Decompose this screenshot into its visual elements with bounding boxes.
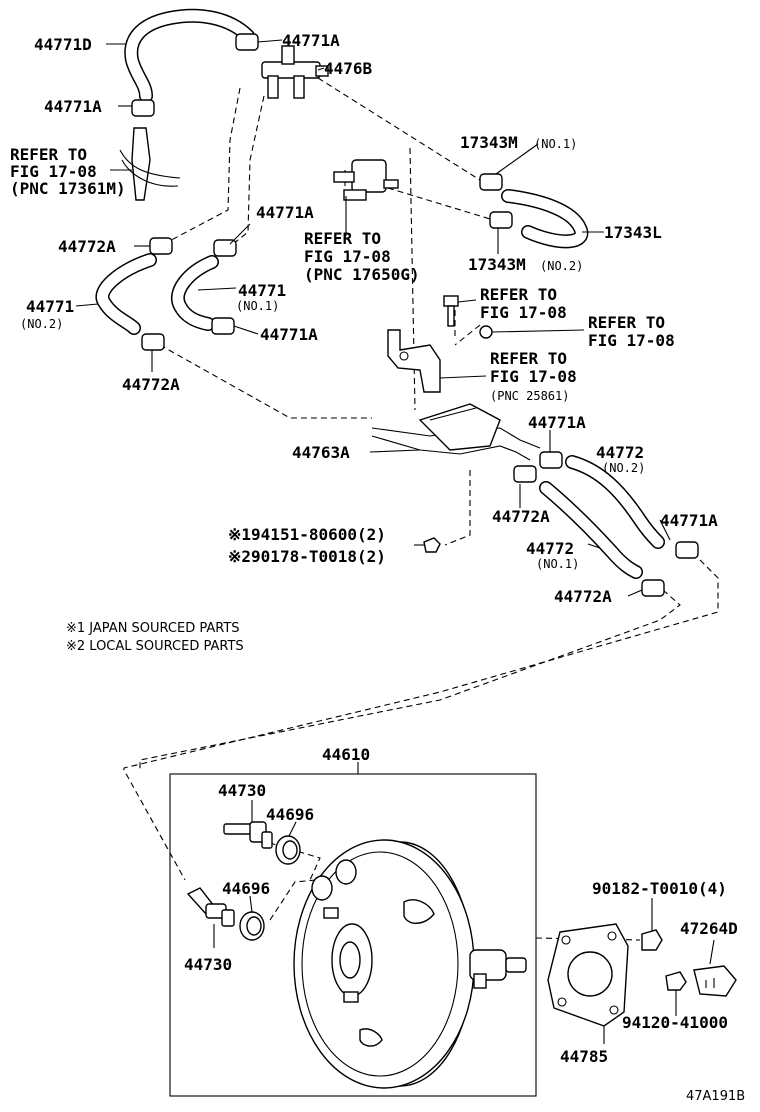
refer5-line3: (PNC 25861) — [490, 389, 569, 403]
hose-44771D — [124, 8, 255, 103]
label-44772A-2: 44772A — [122, 375, 180, 394]
grommet-44696-top — [275, 835, 301, 865]
hose-44771-no2 — [95, 253, 157, 335]
refer2-line2: FIG 17-08 — [304, 247, 391, 266]
refer2-line3: (PNC 17650G) — [304, 265, 420, 284]
label-44785: 44785 — [560, 1047, 608, 1066]
refer5-line2: FIG 17-08 — [490, 367, 577, 386]
bracket — [387, 329, 441, 393]
refer1-line3: (PNC 17361M) — [10, 179, 126, 198]
label-17343M-2: 17343M — [468, 255, 526, 274]
diagram-code: 47A191B — [686, 1089, 745, 1104]
refer3-line2: FIG 17-08 — [480, 303, 567, 322]
label-44730-bot: 44730 — [184, 955, 232, 974]
fitting-44730-top — [223, 821, 273, 849]
label-44730-top: 44730 — [218, 781, 266, 800]
clip-44772A-2 — [141, 333, 165, 351]
clip-44772A-3 — [513, 465, 537, 483]
label-17343M-2-no: (NO.2) — [540, 259, 583, 273]
clip-44771A-4 — [539, 451, 563, 469]
clip-17343M-no1 — [479, 173, 503, 191]
label-44772A-3: 44772A — [492, 507, 550, 526]
clip-44772A-4 — [641, 579, 665, 597]
dashed-routing-lines — [123, 77, 719, 941]
label-44610: 44610 — [322, 745, 370, 764]
grommet-44696-mid — [239, 911, 265, 941]
clip-44771A-top — [235, 33, 259, 51]
label-part-90178: ※290178-T0018(2) — [228, 547, 386, 566]
nut-90182 — [641, 929, 663, 951]
hose-44772-no1 — [539, 481, 643, 579]
clip-44771A-5 — [675, 541, 699, 559]
label-17343M-1: 17343M — [460, 133, 518, 152]
label-44772-1-no: (NO.1) — [536, 557, 579, 571]
refer4-line1: REFER TO — [588, 313, 665, 332]
label-44771-2-no: (NO.2) — [20, 317, 63, 331]
clip-44771A-mid — [213, 239, 237, 257]
refer1-line1: REFER TO — [10, 145, 87, 164]
booster-box — [169, 773, 537, 1097]
check-valve-refer1 — [119, 127, 181, 201]
brake-booster-44610 — [293, 839, 527, 1089]
bolt-refer3 — [443, 295, 459, 327]
label-44771D: 44771D — [34, 35, 92, 54]
label-part-94151: ※194151-80600(2) — [228, 525, 386, 544]
label-4476B: 4476B — [324, 59, 373, 78]
leader-lines — [75, 39, 715, 1044]
label-44772-1: 44772 — [526, 539, 574, 558]
gasket-44785 — [547, 923, 629, 1027]
label-17343M-1-no: (NO.1) — [534, 137, 577, 151]
label-44771A-mid: 44771A — [256, 203, 314, 222]
label-44772A-4: 44772A — [554, 587, 612, 606]
label-44696-mid: 44696 — [222, 879, 270, 898]
label-44772A-1: 44772A — [58, 237, 116, 256]
bracket-47264D — [693, 965, 737, 997]
label-44771-1: 44771 — [238, 281, 286, 300]
label-44771A-4: 44771A — [528, 413, 586, 432]
label-17343L: 17343L — [604, 223, 662, 242]
union-4476B — [261, 45, 329, 99]
fitting-44730-bot — [186, 887, 235, 927]
clip-44771A-left — [131, 99, 155, 117]
label-44771A-3: 44771A — [260, 325, 318, 344]
bolt-94151 — [423, 537, 441, 553]
vacuum-switching-valve — [333, 159, 399, 201]
clip-17343M-no2 — [489, 211, 513, 229]
clip-44772A-1 — [149, 237, 173, 255]
label-44771A-left: 44771A — [44, 97, 102, 116]
refer1-line2: FIG 17-08 — [10, 162, 97, 181]
label-44771-1-no: (NO.1) — [236, 299, 279, 313]
note-local-sourced: ※2 LOCAL SOURCED PARTS — [66, 639, 244, 654]
hose-17343L — [501, 189, 589, 249]
label-44772-2-no: (NO.2) — [602, 461, 645, 475]
label-44772-2: 44772 — [596, 443, 644, 462]
refer5-line1: REFER TO — [490, 349, 567, 368]
label-44763A: 44763A — [292, 443, 350, 462]
nut-refer4 — [479, 325, 493, 339]
label-44696-top: 44696 — [266, 805, 314, 824]
label-90182: 90182-T0010(4) — [592, 879, 727, 898]
note-japan-sourced: ※1 JAPAN SOURCED PARTS — [66, 621, 240, 636]
label-47264D: 47264D — [680, 919, 738, 938]
label-44771A-top: 44771A — [282, 31, 340, 50]
refer4-line2: FIG 17-08 — [588, 331, 675, 350]
hose-44772-no2 — [565, 455, 665, 549]
labels: 44771D 44771A 4476B 44771A REFER TO FIG … — [10, 31, 745, 1104]
nut-94120 — [665, 971, 687, 991]
clip-44771A-3 — [211, 317, 235, 335]
refer2-line1: REFER TO — [304, 229, 381, 248]
pipe-44763A — [371, 403, 541, 461]
hose-44771-no1 — [171, 255, 219, 331]
label-44771-2: 44771 — [26, 297, 74, 316]
refer3-line1: REFER TO — [480, 285, 557, 304]
label-94120: 94120-41000 — [622, 1013, 728, 1032]
label-44771A-5: 44771A — [660, 511, 718, 530]
